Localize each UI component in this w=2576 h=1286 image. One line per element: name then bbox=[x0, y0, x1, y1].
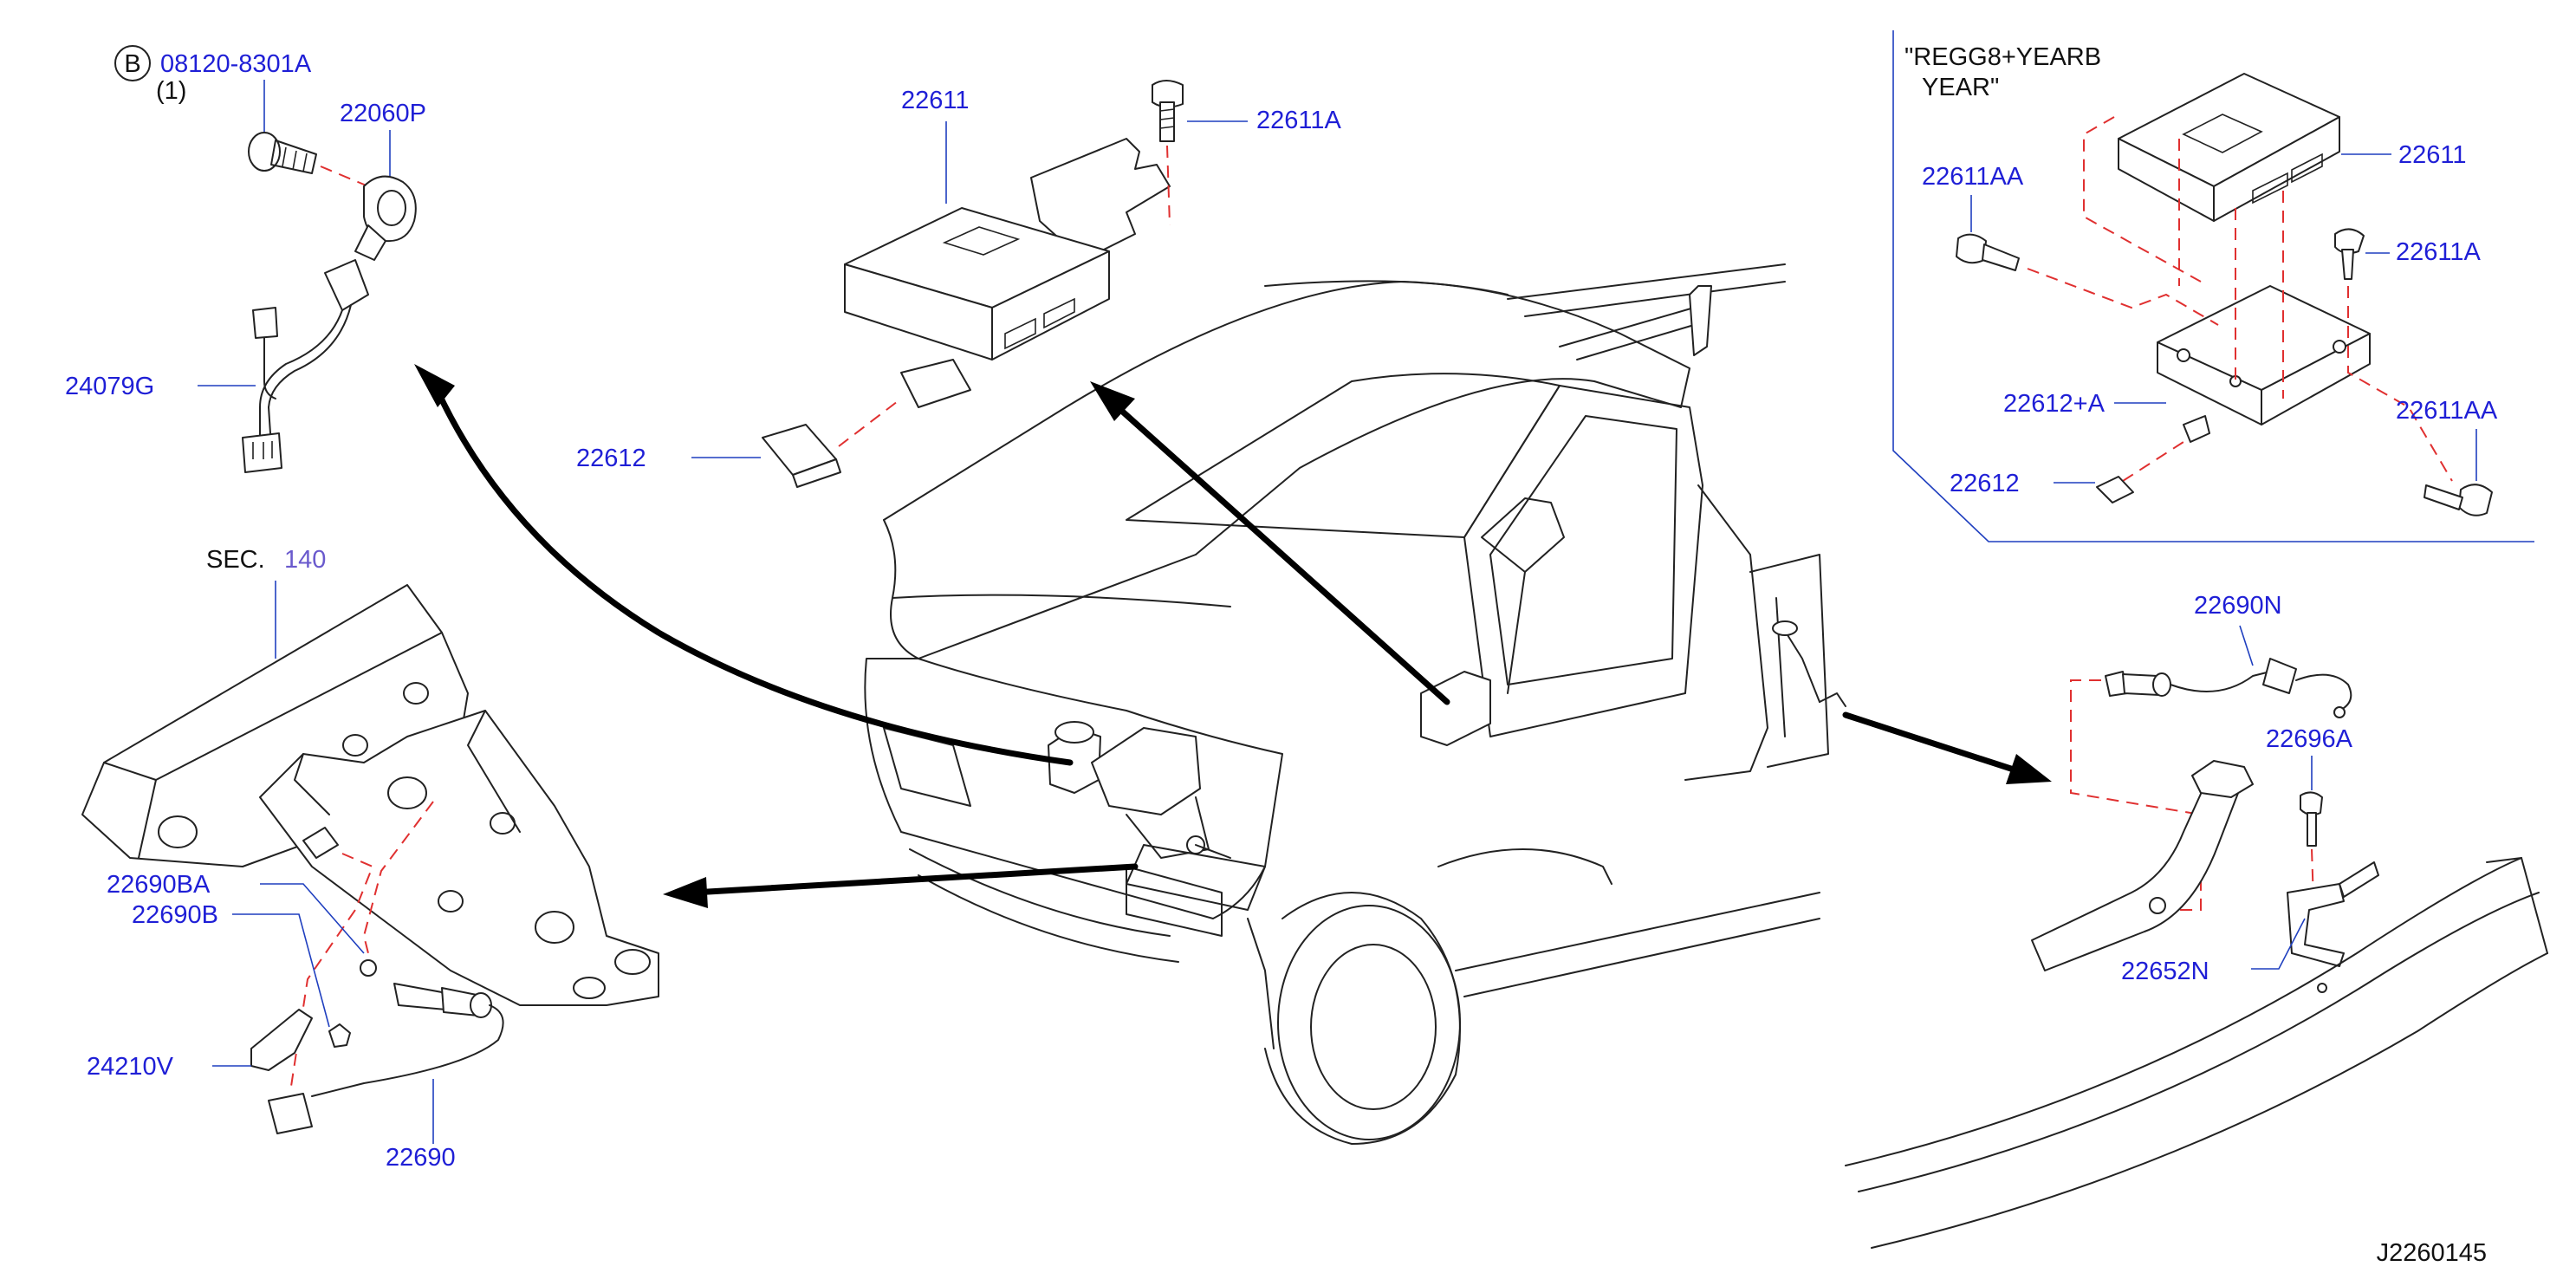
assembly-line bbox=[1166, 145, 1171, 226]
o2-rear-label[interactable]: 22690N bbox=[2194, 592, 2282, 620]
assembly-line bbox=[838, 398, 902, 447]
inset-ecm-label[interactable]: 22611 bbox=[2398, 141, 2467, 169]
o2-front-label[interactable]: 22690 bbox=[386, 1144, 456, 1172]
arrow-to-manifold bbox=[690, 863, 1139, 896]
inset-variant-group: "REGG8+YEARB YEAR" 22611 22612+A bbox=[1892, 30, 2534, 542]
reference-code: J2260145 bbox=[2377, 1239, 2487, 1267]
exhaust-manifold-group: SEC. 140 bbox=[81, 546, 659, 1006]
ecm-clip-label[interactable]: 22612 bbox=[576, 445, 646, 472]
leader-line bbox=[2251, 918, 2306, 970]
o2-bracket-label[interactable]: 24210V bbox=[87, 1053, 174, 1081]
o2-washer bbox=[360, 959, 377, 977]
inset-clip bbox=[2096, 476, 2134, 503]
inset-bolt-aa-top-label[interactable]: 22611AA bbox=[1922, 163, 2024, 191]
leader-line bbox=[232, 913, 330, 1028]
section-label: SEC. bbox=[206, 546, 265, 574]
inset-bolt-a bbox=[2334, 228, 2365, 280]
knock-sensor-group: B 08120-8301A (1) 22060P bbox=[65, 45, 426, 473]
o2-nut bbox=[328, 1023, 351, 1048]
rear-o2-sensor bbox=[2105, 658, 2352, 718]
section-number[interactable]: 140 bbox=[284, 546, 326, 574]
front-o2-sensor bbox=[268, 983, 504, 1134]
arrow-to-rear-sensor bbox=[1842, 711, 2022, 775]
rear-bracket-label[interactable]: 22652N bbox=[2121, 958, 2209, 985]
arrowhead bbox=[2006, 754, 2052, 784]
inset-bracket bbox=[2157, 285, 2371, 443]
ecm-group-left: 22611 22611A 226 bbox=[576, 80, 1341, 488]
knock-sensor bbox=[354, 175, 417, 261]
inset-bolt-a-label[interactable]: 22611A bbox=[2396, 238, 2481, 266]
knock-harness-label[interactable]: 24079G bbox=[65, 373, 154, 400]
inset-bolt-aa-bottom-label[interactable]: 22611AA bbox=[2396, 397, 2498, 425]
bolt-part-label[interactable]: 08120-8301A bbox=[160, 50, 312, 78]
leader-line bbox=[2239, 625, 2254, 666]
sensor-boss bbox=[2149, 897, 2166, 914]
inset-clip-label[interactable]: 22612 bbox=[1950, 470, 2020, 497]
leader-line bbox=[260, 883, 365, 954]
bolt-marker: B bbox=[124, 50, 140, 78]
inset-ecm bbox=[2118, 73, 2340, 222]
bolt-quantity: (1) bbox=[156, 77, 186, 105]
assembly-line bbox=[2122, 441, 2184, 482]
ecm-left bbox=[844, 207, 1110, 360]
assembly-line bbox=[362, 801, 434, 971]
inset-caption-line2: YEAR" bbox=[1922, 74, 1999, 101]
ecm-tab bbox=[900, 359, 971, 408]
arrow-to-knock-sensor bbox=[430, 378, 1074, 766]
mounting-bolt bbox=[248, 132, 317, 174]
frame-rail bbox=[1845, 857, 2522, 1166]
assembly-line bbox=[2083, 116, 2202, 283]
assembly-line bbox=[2027, 268, 2219, 326]
o2-nut-b-label[interactable]: 22690B bbox=[132, 901, 218, 929]
ecm-clip bbox=[762, 424, 841, 488]
rear-screw bbox=[2300, 791, 2323, 847]
assembly-line bbox=[320, 166, 369, 187]
arrowhead bbox=[1090, 381, 1135, 421]
inset-bolt-aa-bottom bbox=[2424, 484, 2493, 516]
assembly-line bbox=[2347, 286, 2453, 482]
ecm-left-label[interactable]: 22611 bbox=[901, 87, 970, 114]
front-o2-group: 22690BA 22690B 22690 24210V bbox=[87, 801, 504, 1172]
assembly-line bbox=[2070, 679, 2202, 911]
pipe-flange bbox=[2191, 760, 2254, 798]
arrowhead bbox=[414, 364, 455, 407]
rear-o2-group: 22690N 22696A 22652N bbox=[1845, 592, 2548, 1249]
inset-bracket-label[interactable]: 22612+A bbox=[2003, 390, 2106, 418]
arrowhead bbox=[663, 877, 708, 908]
rear-screw-label[interactable]: 22696A bbox=[2266, 725, 2353, 753]
ecm-bolt bbox=[1152, 80, 1184, 142]
arrow-to-ecm bbox=[1114, 404, 1450, 705]
inset-caption-line1: "REGG8+YEARB bbox=[1904, 43, 2101, 71]
vehicle-illustration bbox=[864, 263, 1846, 1145]
inset-border bbox=[1892, 30, 2534, 542]
exhaust-pipe bbox=[2031, 783, 2241, 971]
knock-sensor-label[interactable]: 22060P bbox=[340, 100, 426, 127]
bolt-marker-circle bbox=[114, 45, 151, 81]
rear-bracket bbox=[2287, 883, 2345, 967]
callout-arrows bbox=[414, 364, 2052, 908]
o2-bolt-ba-label[interactable]: 22690BA bbox=[107, 871, 211, 899]
inset-bolt-aa-top bbox=[1956, 233, 2020, 271]
ecm-bolt-label[interactable]: 22611A bbox=[1256, 107, 1341, 134]
knock-harness bbox=[242, 259, 369, 473]
o2-bracket bbox=[250, 1009, 313, 1071]
